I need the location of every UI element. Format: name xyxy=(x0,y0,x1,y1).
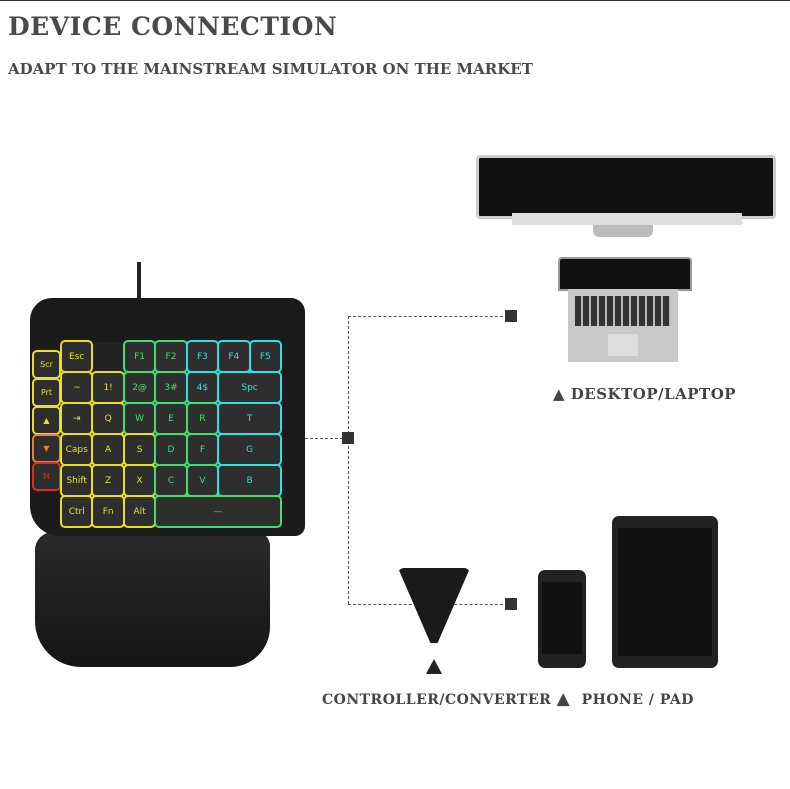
page-title: DEVICE CONNECTION xyxy=(8,12,338,41)
key[interactable]: Q xyxy=(93,404,123,433)
key[interactable]: T xyxy=(219,404,280,433)
key[interactable]: 2@ xyxy=(124,373,155,402)
desktop-laptop-text: DESKTOP/LAPTOP xyxy=(570,385,737,403)
tablet xyxy=(612,516,718,668)
wrist-rest xyxy=(35,532,270,667)
key[interactable]: ⇥ xyxy=(62,404,92,433)
key[interactable]: 1! xyxy=(93,373,123,402)
key[interactable]: F3 xyxy=(187,342,218,371)
key[interactable]: Caps xyxy=(62,435,92,464)
side-key[interactable]: ▲ xyxy=(34,408,59,433)
top-rule xyxy=(0,0,790,1)
key[interactable]: G xyxy=(219,435,280,464)
key[interactable]: F4 xyxy=(219,342,249,371)
controller-label: CONTROLLER/CONVERTER xyxy=(322,692,552,708)
key[interactable]: — xyxy=(156,497,280,526)
key[interactable]: Shift xyxy=(62,466,92,495)
key[interactable]: W xyxy=(124,404,155,433)
connector-node xyxy=(505,310,517,322)
key[interactable]: Ctrl xyxy=(62,497,92,526)
monitor-chin xyxy=(512,213,742,225)
side-key[interactable]: ▼ xyxy=(34,436,59,461)
key[interactable]: X xyxy=(124,466,155,495)
key[interactable]: V xyxy=(187,466,218,495)
key[interactable]: Z xyxy=(93,466,123,495)
monitor-stand xyxy=(593,225,653,237)
key[interactable]: F5 xyxy=(250,342,280,371)
controller-converter xyxy=(398,568,470,643)
key[interactable]: F1 xyxy=(124,342,155,371)
key[interactable]: Spc xyxy=(219,373,280,402)
laptop-keyboard xyxy=(575,296,671,326)
tablet-screen xyxy=(618,528,712,656)
side-key[interactable]: M xyxy=(34,464,59,489)
side-key[interactable]: Scr xyxy=(34,352,59,377)
key[interactable]: F2 xyxy=(156,342,186,371)
phone-screen xyxy=(542,582,582,654)
side-key[interactable]: Prt xyxy=(34,380,59,405)
key[interactable]: S xyxy=(124,435,155,464)
key[interactable]: ~ xyxy=(62,373,92,402)
triangle-icon: ▲ xyxy=(553,385,566,403)
key[interactable]: B xyxy=(219,466,280,495)
key[interactable]: E xyxy=(156,404,186,433)
key[interactable]: R xyxy=(187,404,218,433)
triangle-icon: ▲ xyxy=(556,689,571,709)
connector-line xyxy=(348,316,508,317)
laptop-trackpad xyxy=(608,334,638,356)
page-subtitle: ADAPT TO THE MAINSTREAM SIMULATOR ON THE… xyxy=(8,60,533,78)
connector-line xyxy=(348,316,349,604)
connector-line xyxy=(305,438,348,439)
key[interactable]: Fn xyxy=(93,497,123,526)
triangle-icon xyxy=(426,659,442,674)
desktop-laptop-label: ▲ DESKTOP/LAPTOP xyxy=(553,385,736,403)
key[interactable]: Alt xyxy=(124,497,155,526)
key[interactable]: 4$ xyxy=(187,373,218,402)
key[interactable]: 3# xyxy=(156,373,186,402)
connector-node xyxy=(505,598,517,610)
key[interactable]: F xyxy=(187,435,218,464)
phone-pad-label: PHONE / PAD xyxy=(581,692,694,708)
connector-node xyxy=(342,432,354,444)
key[interactable]: A xyxy=(93,435,123,464)
key[interactable]: C xyxy=(156,466,186,495)
bottom-labels: CONTROLLER/CONVERTER ▲ PHONE / PAD xyxy=(322,689,694,709)
desktop-monitor xyxy=(476,155,776,219)
key[interactable]: Esc xyxy=(62,342,92,371)
key[interactable]: D xyxy=(156,435,186,464)
key[interactable] xyxy=(93,342,123,371)
laptop-screen xyxy=(558,257,692,291)
phone xyxy=(538,570,586,668)
keyboard-cable xyxy=(137,262,141,308)
